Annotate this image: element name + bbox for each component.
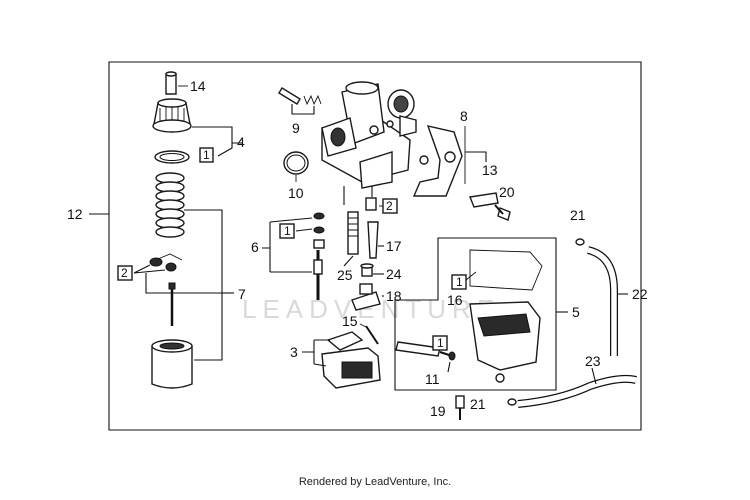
boxed-ref-1a [199,147,214,163]
callout-13: 13 [482,162,498,178]
callout-17: 17 [386,238,402,254]
pin-part-15 [365,325,379,345]
callout-21-bottom: 21 [470,396,486,412]
screw-part-20 [494,204,511,221]
drain-screw-part-11 [395,341,456,361]
svg-text:1: 1 [203,148,210,162]
clip-part-21a [575,238,585,246]
top-cap-part-4 [152,98,192,133]
throttle-valve-part [151,339,193,389]
boxed-ref-1d [432,335,448,351]
gasket-part-10 [283,151,309,175]
drain-tube-part-23 [507,374,637,408]
spring-part [155,172,185,238]
float-needle-part-18 [351,283,381,311]
callout-16: 16 [447,292,463,308]
callout-15: 15 [342,313,358,329]
callout-21-top: 21 [570,207,586,223]
jet-part-24 [360,263,374,277]
callout-11: 11 [425,371,440,387]
air-screw-part-9 [278,87,322,106]
needle-clip-part [149,253,183,272]
callout-3: 3 [290,344,298,360]
boxed-ref-1c [451,274,467,290]
screw-part-19 [455,395,465,420]
main-jet-holder-part [347,211,359,255]
assembly-frame [108,61,642,431]
float-bowl-frame [394,237,557,391]
svg-text:1: 1 [284,224,291,238]
callout-20: 20 [499,184,515,200]
choke-linkage-part-13 [412,125,499,208]
svg-text:1: 1 [437,336,444,350]
needle-jet-part [313,250,323,300]
callout-25: 25 [337,267,353,283]
callout-9: 9 [292,120,300,136]
jet-needle-part [168,282,176,326]
credit-text: Rendered by LeadVenture, Inc. [298,476,452,488]
vent-tube-part-22 [586,246,618,356]
callout-19: 19 [430,403,446,419]
oring-part [154,150,190,164]
callout-14: 14 [190,78,206,94]
callout-18: 18 [386,288,402,304]
callout-12: 12 [67,206,83,222]
svg-text:2: 2 [121,266,128,280]
callout-23: 23 [585,353,601,369]
boxed-ref-1b [279,223,295,239]
pilot-jet-part [365,197,379,259]
cap-part-14 [165,71,177,95]
callout-7: 7 [238,286,246,302]
float-bowl-part [469,301,541,383]
oring-small [313,212,325,249]
svg-text:2: 2 [386,199,393,213]
float-part-3 [321,331,381,389]
callout-24: 24 [386,266,402,282]
callout-22: 22 [632,286,648,302]
callout-5: 5 [572,304,580,320]
bowl-gasket-part [469,249,543,291]
callout-4: 4 [237,134,245,150]
svg-text:1: 1 [456,275,463,289]
callout-6: 6 [251,239,259,255]
callout-10: 10 [288,185,304,201]
carburetor-body [321,81,417,189]
boxed-ref-2a [117,265,133,281]
callout-8: 8 [460,108,468,124]
